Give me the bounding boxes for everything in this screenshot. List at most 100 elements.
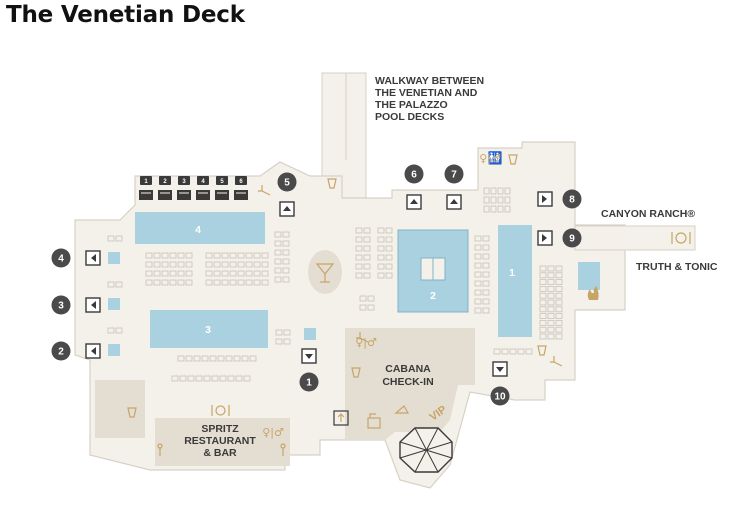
- lounger: [213, 270, 221, 277]
- svg-text:RESTAURANT: RESTAURANT: [184, 435, 256, 447]
- lounger: [539, 279, 547, 286]
- lounger: [363, 254, 371, 261]
- entrance-number: 1: [306, 378, 312, 389]
- lounger: [201, 355, 209, 362]
- lounger: [205, 252, 213, 259]
- lounger: [169, 261, 177, 268]
- lounger: [145, 252, 153, 259]
- lounger: [474, 253, 482, 260]
- cabana[interactable]: [158, 190, 172, 200]
- cabana-marker: [216, 176, 228, 185]
- lounger: [555, 319, 563, 326]
- lounger: [245, 261, 253, 268]
- lounger: [171, 375, 179, 382]
- lounger: [217, 355, 225, 362]
- bar-icon: [367, 413, 381, 429]
- marker-pin: [562, 189, 582, 209]
- lounger: [547, 279, 555, 286]
- lounger: [385, 236, 393, 243]
- lounger: [229, 261, 237, 268]
- lounger: [187, 375, 195, 382]
- lounger: [547, 319, 555, 326]
- lounger: [185, 252, 193, 259]
- lounger: [261, 252, 269, 259]
- cocktail-icon: [315, 263, 335, 283]
- entrance-number: 10: [494, 392, 506, 403]
- lounger: [367, 304, 375, 311]
- lounger: [555, 272, 563, 279]
- lounger: [363, 236, 371, 243]
- entrance-6-marker[interactable]: 6: [404, 164, 424, 210]
- lounger: [221, 279, 229, 286]
- lounger: [363, 245, 371, 252]
- lounger: [233, 355, 241, 362]
- cabana-number: 3: [182, 179, 186, 185]
- lounger: [474, 289, 482, 296]
- lounger: [474, 244, 482, 251]
- restroom-icon: ♀|♂: [479, 152, 501, 165]
- lounger: [539, 285, 547, 292]
- pool-4-number: 4: [195, 224, 201, 236]
- lounger: [227, 375, 235, 382]
- entrance-number: 3: [58, 301, 64, 312]
- lounger: [261, 279, 269, 286]
- cabana[interactable]: [234, 190, 248, 200]
- entrance-3-marker[interactable]: 3: [51, 295, 101, 315]
- lounger: [169, 270, 177, 277]
- entrance-10-marker[interactable]: 10: [490, 361, 510, 406]
- pool-1-number: 1: [509, 267, 515, 279]
- lounger: [482, 280, 490, 287]
- lounger: [482, 253, 490, 260]
- entrance-1-marker[interactable]: 1: [299, 348, 319, 392]
- lounger: [169, 252, 177, 259]
- west-building: [95, 380, 145, 438]
- lounger: [161, 279, 169, 286]
- lounger: [229, 279, 237, 286]
- lounger: [274, 276, 282, 283]
- svg-text:CABANA: CABANA: [385, 363, 431, 375]
- cabana[interactable]: [177, 190, 191, 200]
- lounger: [153, 279, 161, 286]
- lounger: [504, 196, 511, 204]
- lounger: [107, 281, 115, 288]
- lounger: [282, 240, 290, 247]
- cabana[interactable]: [139, 190, 153, 200]
- lounger: [525, 348, 533, 355]
- lounger: [504, 205, 511, 213]
- lounger: [474, 271, 482, 278]
- entrance-2-marker[interactable]: 2: [51, 341, 101, 361]
- lounger: [497, 187, 504, 195]
- lounger: [490, 205, 497, 213]
- cabana-number: 2: [163, 179, 167, 185]
- lounger: [219, 375, 227, 382]
- lounger: [115, 327, 123, 334]
- entrance-9-marker[interactable]: 9: [537, 228, 582, 248]
- entrance-4-marker[interactable]: 4: [51, 248, 101, 268]
- lounger: [243, 375, 251, 382]
- entrance-8-marker[interactable]: 8: [537, 189, 582, 209]
- lounger: [213, 252, 221, 259]
- lounger: [249, 355, 257, 362]
- lounger: [539, 299, 547, 306]
- towel-icon: [127, 407, 137, 418]
- lounger: [245, 252, 253, 259]
- lounger: [555, 265, 563, 272]
- cabana[interactable]: [196, 190, 210, 200]
- restroom-icon: ♀|♂: [262, 426, 284, 439]
- restroom-icon: [280, 443, 286, 456]
- cabana[interactable]: [215, 190, 229, 200]
- pool-3-number: 3: [205, 324, 211, 336]
- lounger: [367, 295, 375, 302]
- lounger: [261, 270, 269, 277]
- entrance-7-marker[interactable]: 7: [444, 164, 464, 210]
- lounger: [253, 279, 261, 286]
- entrance-5-marker[interactable]: 5: [277, 172, 297, 217]
- lounger: [245, 279, 253, 286]
- lounger: [209, 355, 217, 362]
- cabana-marker: [235, 176, 247, 185]
- marker-pin: [277, 172, 297, 192]
- lounger: [385, 263, 393, 270]
- lounger: [241, 355, 249, 362]
- lounger: [237, 270, 245, 277]
- lounger: [385, 227, 393, 234]
